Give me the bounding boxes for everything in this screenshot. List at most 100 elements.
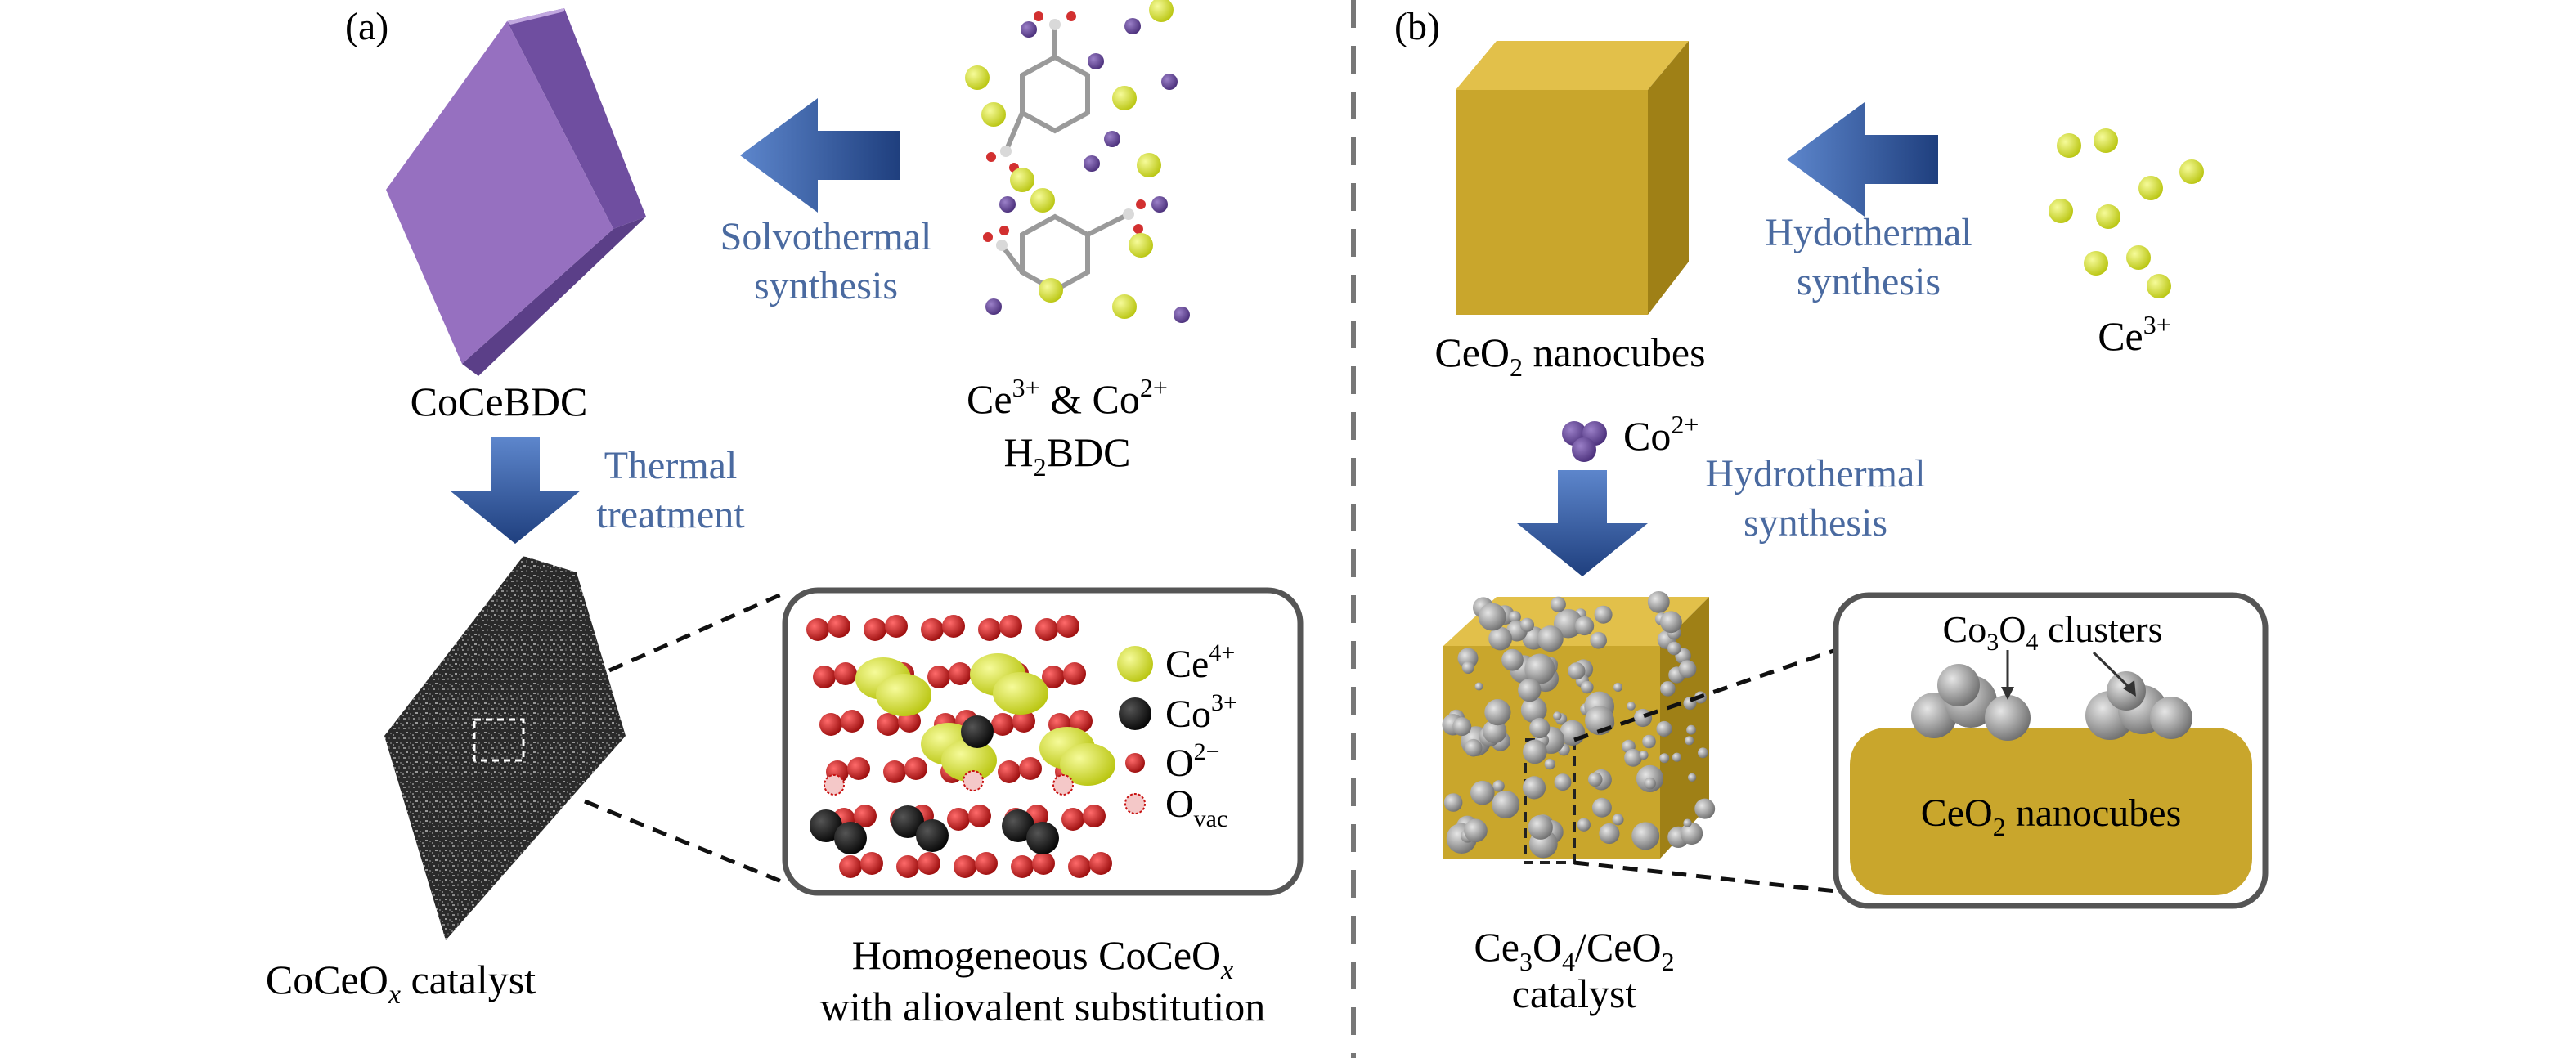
oxygen-atom: [1070, 710, 1093, 733]
precursor-label-line2: H2BDC: [1004, 429, 1131, 482]
co3o4-sphere: [1575, 616, 1595, 636]
co3o4-sphere: [1443, 793, 1463, 812]
ceo2-nanocube: [1456, 41, 1689, 315]
arrowhead-icon: [2001, 687, 2014, 700]
ce-ion: [2126, 245, 2151, 270]
co3o4-sphere: [1484, 699, 1511, 726]
cobalt-atom: [1002, 809, 1034, 842]
cobalt-atom: [834, 822, 867, 854]
oxygen-atom: [942, 615, 965, 638]
oxygen-atom: [954, 855, 976, 878]
co3o4-sphere: [1509, 611, 1521, 623]
cocebdc-plate: [386, 8, 646, 376]
hydrothermal-label-line1: Hydrothermal: [1705, 452, 1925, 495]
co3o4-sphere: [1577, 818, 1591, 832]
oxygen-atom: [1061, 808, 1084, 831]
co3o4-sphere: [1492, 791, 1520, 818]
oxygen-atom: [1035, 618, 1058, 641]
oxygen-atom: [998, 760, 1021, 783]
arrowhead-icon: [2123, 680, 2136, 697]
ce3-label: Ce3+: [2098, 310, 2171, 359]
cobalt-atom: [961, 715, 994, 748]
oxygen-atom: [1032, 852, 1055, 875]
co3o4-sphere: [1553, 711, 1562, 720]
thermal-arrow: [450, 437, 581, 544]
cerium-atom: [941, 739, 997, 782]
solvothermal-label-line2: synthesis: [754, 264, 898, 307]
oxygen-atom: [1019, 757, 1042, 780]
co3o4-sphere: [1524, 653, 1555, 684]
co3o4-sphere: [1464, 738, 1483, 757]
ceo2-support-label: CeO2 nanocubes: [1921, 791, 2182, 841]
oxygen-atom: [999, 615, 1022, 638]
oxygen-atom: [885, 615, 908, 638]
co3o4-sphere: [1660, 681, 1676, 697]
legend-label: Ovac: [1165, 782, 1227, 832]
oxygen-atom: [949, 662, 972, 685]
oxygen-atom: [813, 666, 836, 688]
oxygen-vacancy: [963, 770, 984, 791]
co3o4-sphere: [1680, 822, 1703, 845]
cobalt-atom: [916, 819, 949, 852]
co-ion: [1104, 131, 1120, 147]
hydothermal-label-line2: synthesis: [1797, 260, 1941, 303]
co3o4-sphere: [1685, 736, 1694, 746]
ce-ion: [2096, 204, 2120, 229]
co3o4-ceo2-catalyst-label-line1: Ce3O4/CeO2: [1474, 924, 1674, 976]
co3o4-sphere: [1518, 678, 1542, 702]
oxygen-atom: [806, 618, 829, 641]
oxygen-atom: [819, 713, 842, 736]
co3o4-sphere: [1461, 661, 1474, 675]
oxygen-atom: [978, 618, 1001, 641]
oxygen-atom: [975, 852, 998, 875]
co3o4-sphere: [1488, 626, 1512, 651]
oxygen-atom: [904, 757, 927, 780]
co3o4-sphere: [1633, 708, 1653, 728]
hydrothermal-label-line2: synthesis: [1744, 501, 1887, 545]
co-ion: [1084, 155, 1100, 172]
ce-ion: [2138, 176, 2163, 200]
oxygen-atom: [1057, 615, 1079, 638]
solvothermal-label-line1: Solvothermal: [720, 215, 932, 258]
ce-ion: [1129, 233, 1153, 258]
legend-symbol: [1125, 753, 1145, 773]
co3o4-sphere: [1683, 818, 1692, 827]
co3o4-sphere: [1659, 753, 1670, 764]
co3o4-sphere: [1594, 605, 1613, 624]
co3o4-sphere: [1694, 798, 1716, 819]
co3o4-sphere: [1581, 680, 1594, 694]
ce-ion: [1010, 168, 1034, 192]
co3o4-sphere: [1537, 625, 1564, 652]
zoom-line-lower-b: [1573, 860, 1837, 894]
cocceox-catalyst-label: CoCeOx catalyst: [266, 957, 536, 1010]
oxygen-atom: [828, 615, 850, 638]
oxygen-atom: [991, 713, 1014, 736]
oxygen-atom: [968, 805, 991, 827]
co3o4-sphere: [1520, 697, 1547, 724]
co3o4-sphere: [1660, 611, 1682, 634]
ce-ion: [2094, 128, 2118, 153]
ce-ion: [1112, 294, 1137, 319]
co3o4-sphere: [1523, 739, 1547, 764]
co3o4-sphere: [1529, 717, 1551, 739]
hydrothermal-arrow: [1517, 470, 1648, 576]
ce-ion: [2049, 199, 2073, 223]
legend-label: O2−: [1165, 738, 1220, 785]
cobalt-atom: [891, 805, 924, 838]
oxygen-atom: [877, 713, 900, 736]
ce-ion: [1039, 278, 1063, 303]
co3o4-sphere: [1587, 772, 1603, 787]
co3o4-cluster-right: [2085, 671, 2192, 740]
caption-line1: Homogeneous CoCeOx: [852, 932, 1233, 985]
co3o4-sphere: [1591, 797, 1612, 818]
caption-line2: with aliovalent substitution: [820, 984, 1265, 1029]
legend-label: Ce4+: [1165, 639, 1235, 686]
co3o4-sphere: [1686, 724, 1696, 735]
co3o4-sphere: [1544, 759, 1555, 770]
co3o4-sphere: [1639, 751, 1649, 760]
co3o4-sphere: [1550, 596, 1566, 612]
ce-ion: [1137, 153, 1161, 177]
oxygen-atom: [947, 808, 970, 831]
co-ion: [985, 298, 1002, 315]
